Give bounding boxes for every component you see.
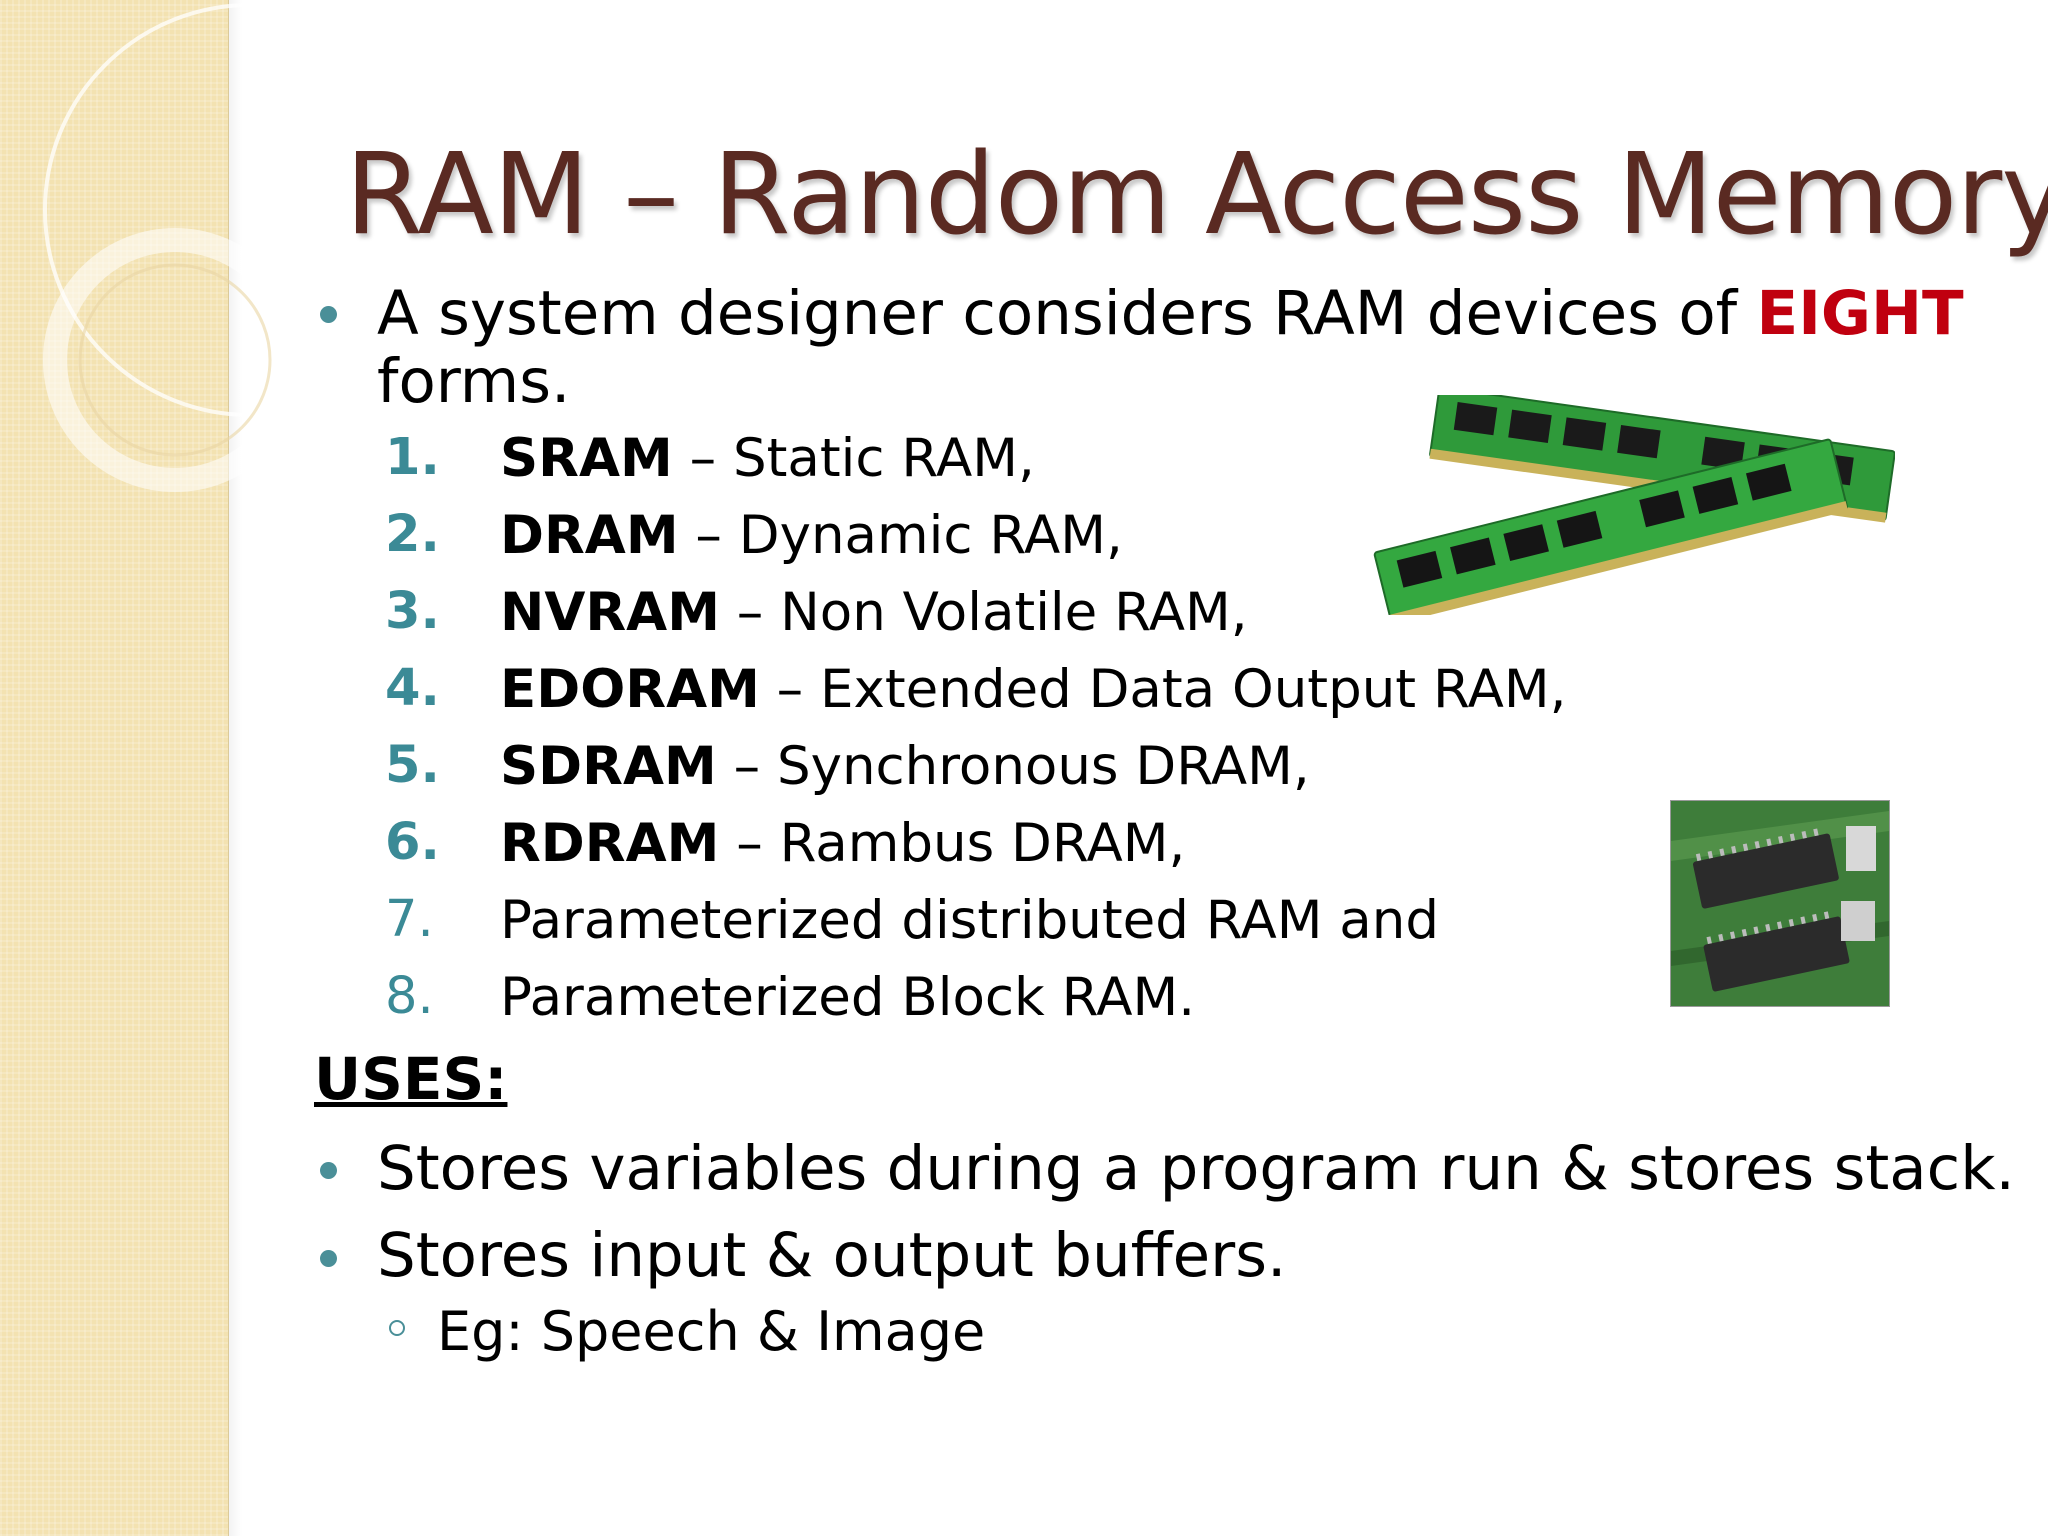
slide-title: RAM – Random Access Memory [345,130,2048,260]
list-number: 3. [385,582,440,641]
intro-text-continued: forms. [377,346,571,417]
list-desc: – Synchronous DRAM, [716,736,1310,797]
list-item: RDRAM – Rambus DRAM, [500,813,1185,874]
sub-bullet-circle [389,1320,405,1336]
list-desc: – Non Volatile RAM, [719,582,1248,643]
list-number: 6. [385,813,440,872]
uses-item: Stores variables during a program run & … [377,1133,2015,1204]
list-number: 7. [385,890,434,949]
uses-item: Stores input & output buffers. [377,1220,1287,1291]
list-term: SRAM [500,428,673,489]
intro-text: A system designer considers RAM devices … [377,278,1757,349]
list-item: DRAM – Dynamic RAM, [500,505,1123,566]
list-desc: – Dynamic RAM, [678,505,1123,566]
memory-chip-photo [1670,800,1890,1007]
list-number: 2. [385,505,440,564]
intro-highlight: EIGHT [1756,278,1964,349]
list-term: DRAM [500,505,679,566]
list-term: RDRAM [500,813,720,874]
list-item: Parameterized distributed RAM and [500,890,1439,951]
list-item: SRAM – Static RAM, [500,428,1035,489]
side-band-shadow [228,0,242,1536]
list-item: EDORAM – Extended Data Output RAM, [500,659,1566,720]
uses-heading: USES: [314,1045,508,1113]
ram-modules-photo [1373,395,1895,615]
bullet-dot [320,1162,337,1179]
list-term: SDRAM [500,736,717,797]
list-desc: – Static RAM, [672,428,1035,489]
decorative-rings [43,3,457,492]
list-term: EDORAM [500,659,760,720]
list-desc: – Extended Data Output RAM, [759,659,1567,720]
list-number: 1. [385,428,440,487]
list-item: NVRAM – Non Volatile RAM, [500,582,1248,643]
sub-use-item: Eg: Speech & Image [437,1300,986,1363]
list-number: 4. [385,659,440,718]
intro-line: A system designer considers RAM devices … [377,278,1964,350]
bullet-dot [320,1250,337,1267]
list-item: Parameterized Block RAM. [500,967,1195,1028]
bullet-dot [320,306,337,323]
list-desc: – Rambus DRAM, [719,813,1186,874]
list-number: 5. [385,736,440,795]
list-desc: Parameterized Block RAM. [500,967,1196,1028]
list-desc: Parameterized distributed RAM and [500,890,1439,951]
list-item: SDRAM – Synchronous DRAM, [500,736,1310,797]
list-term: NVRAM [500,582,720,643]
list-number: 8. [385,967,434,1026]
